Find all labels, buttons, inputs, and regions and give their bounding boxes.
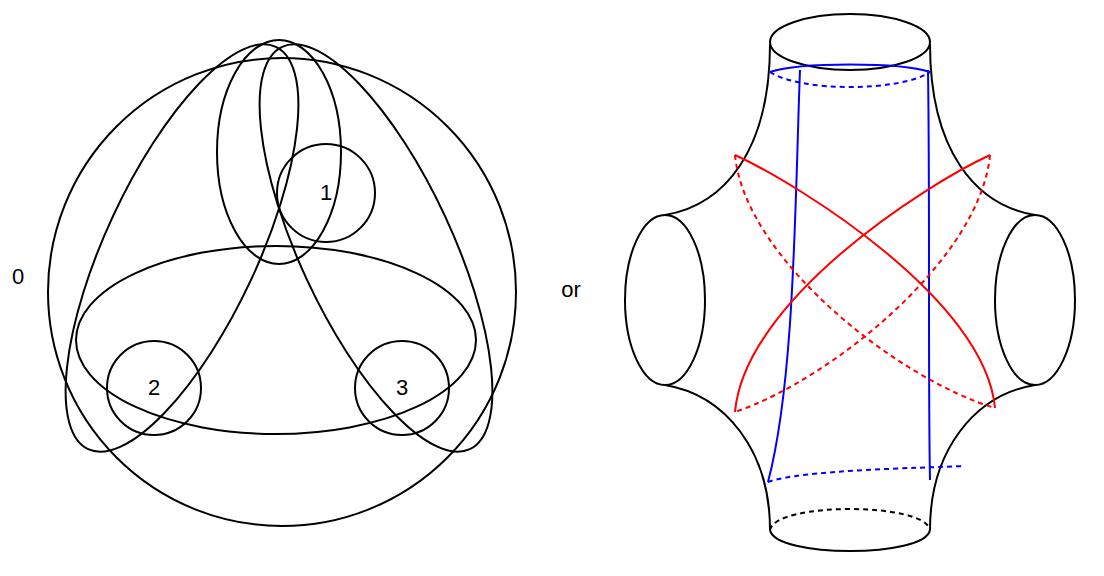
blue-curve [768, 466, 965, 482]
loop-curve [217, 40, 341, 264]
boundary-hole [770, 14, 930, 70]
surface-outline [930, 385, 1035, 530]
red-curve [735, 155, 995, 412]
boundary-hole [995, 215, 1075, 385]
boundary-hole [770, 530, 930, 551]
red-curve [735, 155, 990, 412]
red-curve [735, 155, 990, 412]
surface-outline [930, 44, 1035, 215]
hole-circle: 2 [106, 340, 202, 436]
loop-curve [19, 15, 344, 482]
hole-number: 3 [396, 377, 408, 399]
blue-curve [768, 65, 965, 483]
hole-number: 1 [320, 182, 332, 204]
hole-number: 2 [148, 377, 160, 399]
circle-outline [47, 57, 517, 527]
hole-circle: 1 [276, 143, 376, 243]
hole-circle: 3 [354, 340, 450, 436]
boundary-label: 0 [12, 266, 24, 288]
red-curve [735, 155, 995, 408]
loops [19, 15, 538, 482]
blue-curve [770, 72, 930, 87]
surface-outline [665, 44, 770, 215]
boundary-hole-back [770, 509, 930, 530]
boundary-circle: 0123 [47, 57, 517, 527]
boundary-hole [625, 215, 705, 385]
blue-curve [770, 65, 930, 73]
red-curve [735, 155, 995, 408]
four-holed-sphere [625, 14, 1075, 551]
loop-curve [213, 15, 538, 482]
blue-curve [768, 70, 800, 482]
loop-curve [76, 246, 476, 434]
connector-word: or [561, 279, 581, 301]
surface-outline [665, 385, 770, 530]
